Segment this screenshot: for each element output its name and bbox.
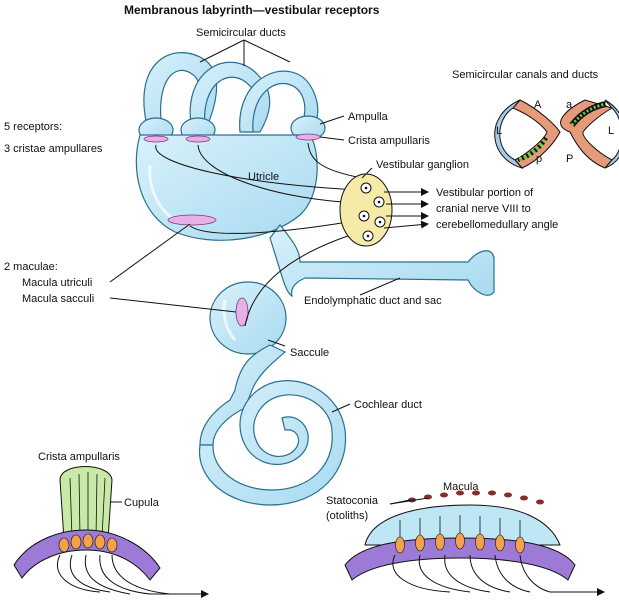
label-macula-inset: Macula: [443, 481, 479, 493]
canal-left-green: [517, 136, 548, 162]
label-macula-sacculi: Macula sacculi: [22, 293, 94, 305]
canal-letter-p: p: [536, 153, 542, 165]
canal-left-blue: [494, 99, 524, 169]
crista-receptor-1: [143, 135, 169, 143]
canal-letter-A: A: [534, 99, 542, 111]
macula-utriculi-receptor: [167, 214, 217, 226]
canal-letter-L-left: L: [496, 125, 502, 137]
label-cupula: Cupula: [124, 497, 160, 509]
label-receptors-count: 5 receptors:: [4, 121, 62, 133]
label-ampulla: Ampulla: [348, 111, 389, 123]
label-statoconia-1: Statoconia: [326, 495, 379, 507]
crista-epithelium: [13, 529, 161, 581]
label-nerve-line-3: cerebellomedullary angle: [436, 219, 558, 231]
membranous-labyrinth: [135, 52, 495, 506]
semicircular-duct-anterior: [189, 61, 271, 133]
utricle-body: [135, 134, 318, 241]
crista-receptor-2: [185, 135, 211, 143]
label-canals-and-ducts: Semicircular canals and ducts: [452, 69, 599, 81]
label-crista-ampullaris: Crista ampullaris: [348, 135, 430, 147]
label-nerve-line-1: Vestibular portion of: [436, 187, 534, 199]
canal-right-blue: [604, 99, 619, 169]
leader-lines: [109, 39, 429, 505]
crista-receptor-3: [295, 133, 321, 141]
cupula-shape: [59, 466, 113, 541]
label-endolymphatic: Endolymphatic duct and sac: [304, 295, 442, 307]
saccule-body: [209, 281, 287, 355]
endolymphatic-duct: [269, 224, 495, 298]
crista-inset: [13, 466, 209, 598]
canal-letter-L-right: L: [608, 125, 614, 137]
label-maculae: 2 maculae:: [4, 261, 58, 273]
canal-letter-a: a: [566, 99, 573, 111]
label-utricle: Utricle: [248, 171, 279, 183]
macula-inset: [344, 490, 605, 596]
label-saccule: Saccule: [290, 347, 329, 359]
cochlear-duct-spiral: [199, 380, 347, 506]
vestibular-nerve-arrows: [383, 188, 429, 229]
nerve-fibers: [155, 142, 363, 327]
label-cochlear-duct: Cochlear duct: [354, 399, 422, 411]
otolithic-membrane: [364, 504, 561, 546]
label-crista-inset: Crista ampullaris: [38, 451, 120, 463]
label-macula-utriculi: Macula utriculi: [22, 277, 92, 289]
label-semicircular-ducts: Semicircular ducts: [196, 27, 286, 39]
label-vestibular-ganglion: Vestibular ganglion: [376, 159, 469, 171]
canal-letter-P: P: [566, 153, 573, 165]
label-nerve-line-2: cranial nerve VIII to: [436, 203, 531, 215]
canals-ducts-inset: [494, 99, 619, 169]
diagram-title: Membranous labyrinth—vestibular receptor…: [124, 3, 380, 17]
label-cristae: 3 cristae ampullares: [4, 143, 103, 155]
label-statoconia-2: (otoliths): [326, 510, 368, 522]
